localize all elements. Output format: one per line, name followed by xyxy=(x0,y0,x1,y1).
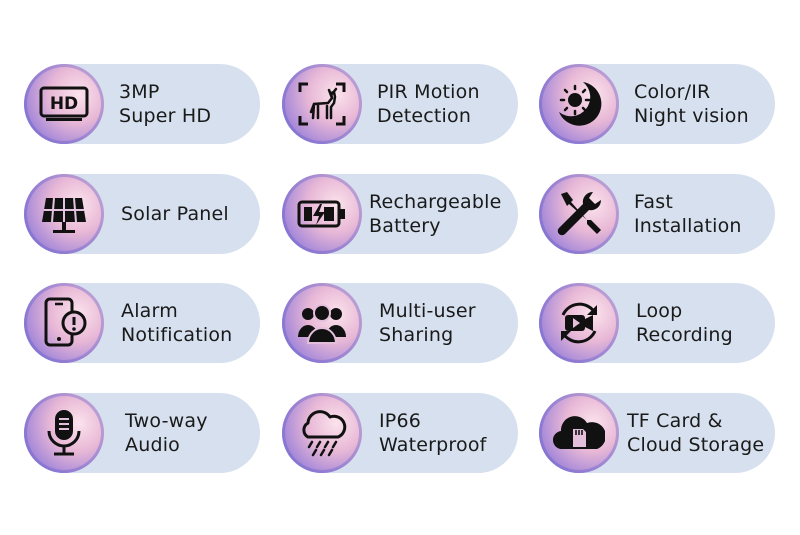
feature-label: Rechargeable Battery xyxy=(369,191,502,237)
sun-moon-icon xyxy=(559,82,602,126)
feature-label: TF Card & Cloud Storage xyxy=(627,410,765,456)
feature-icon-badge: HD xyxy=(24,64,104,144)
wrench-screwdriver-icon xyxy=(557,191,602,236)
feature-icon-badge xyxy=(539,283,619,363)
feature-icon-badge xyxy=(282,64,362,144)
feature-multi-user-sharing: Multi-user Sharing xyxy=(282,283,518,363)
deer-frame-icon xyxy=(298,82,346,126)
feature-label: Alarm Notification xyxy=(121,300,233,346)
feature-label: Loop Recording xyxy=(636,300,733,346)
feature-label: IP66 Waterproof xyxy=(379,410,487,456)
phone-alert-icon xyxy=(44,297,87,347)
users-group-icon xyxy=(298,304,346,344)
feature-two-way-audio: Two-way Audio xyxy=(24,393,260,473)
cloud-rain-icon xyxy=(302,410,347,457)
hd-tv-icon: HD xyxy=(39,86,89,121)
solar-panel-icon xyxy=(42,197,86,233)
feature-icon-badge xyxy=(282,174,362,254)
feature-label: PIR Motion Detection xyxy=(377,81,480,127)
loop-camera-icon xyxy=(561,302,597,344)
feature-tf-card-cloud-storage: TF Card & Cloud Storage xyxy=(539,393,775,473)
feature-label: Color/IR Night vision xyxy=(634,81,749,127)
feature-label: Fast Installation xyxy=(634,191,742,237)
feature-label: Solar Panel xyxy=(121,203,229,225)
feature-pir-motion: PIR Motion Detection xyxy=(282,64,518,144)
feature-color-ir-night-vision: Color/IR Night vision xyxy=(539,64,775,144)
feature-icon-badge xyxy=(24,283,104,363)
svg-text:HD: HD xyxy=(50,94,78,114)
feature-icon-badge xyxy=(282,393,362,473)
feature-icon-badge xyxy=(539,64,619,144)
feature-label: 3MP Super HD xyxy=(119,81,212,127)
feature-icon-badge xyxy=(539,393,619,473)
feature-fast-installation: Fast Installation xyxy=(539,174,775,254)
battery-charging-icon xyxy=(297,200,345,228)
feature-icon-badge xyxy=(24,174,104,254)
feature-alarm-notification: Alarm Notification xyxy=(24,283,260,363)
feature-icon-badge xyxy=(24,393,104,473)
microphone-icon xyxy=(47,410,81,456)
feature-icon-badge xyxy=(282,283,362,363)
feature-label: Multi-user Sharing xyxy=(379,300,476,346)
feature-3mp-super-hd: HD 3MP Super HD xyxy=(24,64,260,144)
feature-ip66-waterproof: IP66 Waterproof xyxy=(282,393,518,473)
feature-solar-panel: Solar Panel xyxy=(24,174,260,254)
feature-label: Two-way Audio xyxy=(125,410,208,456)
sd-card-cloud-icon xyxy=(553,416,605,450)
feature-rechargeable-battery: Rechargeable Battery xyxy=(282,174,518,254)
feature-loop-recording: Loop Recording xyxy=(539,283,775,363)
feature-icon-badge xyxy=(539,174,619,254)
